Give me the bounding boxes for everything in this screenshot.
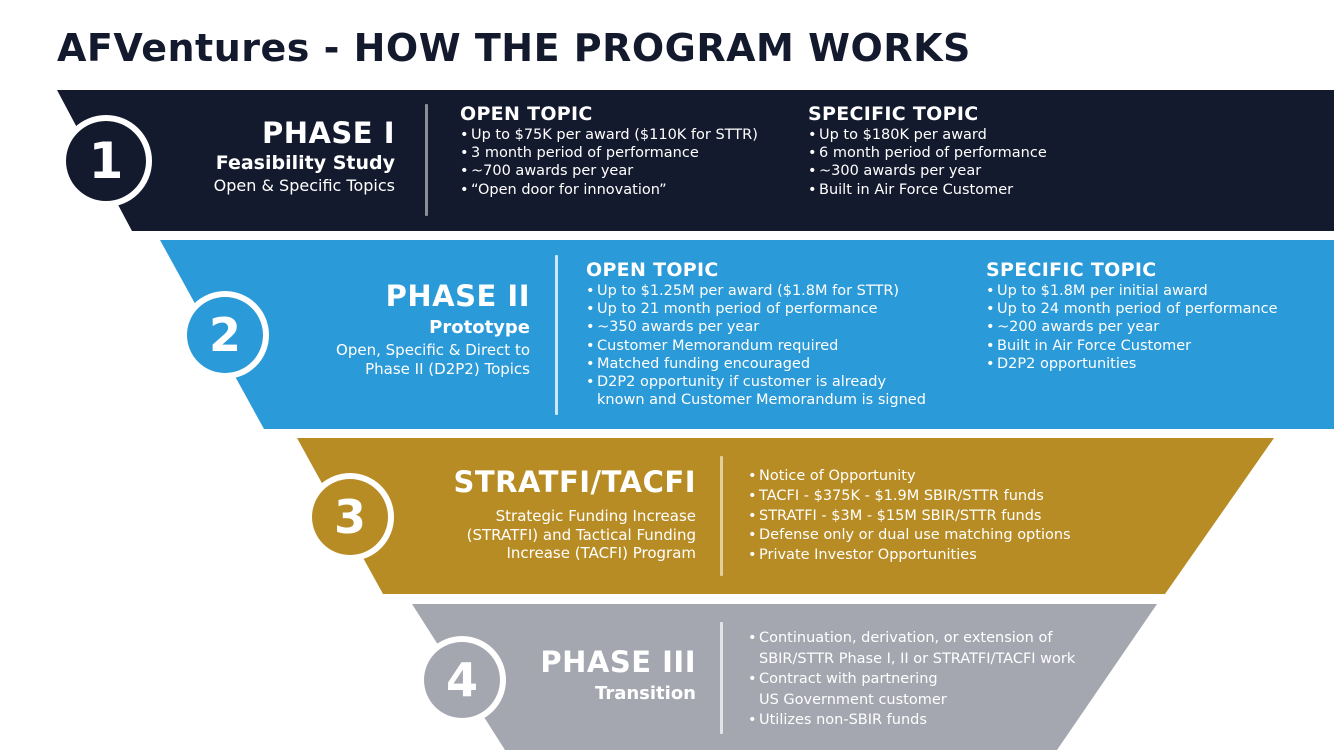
phase-2-description-line-1: Open, Specific & Direct to — [336, 341, 530, 360]
list-item-continuation: known and Customer Memorandum is signed — [597, 392, 926, 409]
phase-2-badge: 2 — [181, 291, 269, 379]
list-item: ~300 awards per year — [808, 162, 1047, 180]
list-item: Private Investor Opportunities — [748, 546, 1071, 566]
phase-2-specific-topic: SPECIFIC TOPIC Up to $1.8M per initial a… — [986, 258, 1278, 373]
phase-1-badge: 1 — [60, 115, 152, 207]
phase-3-list: Notice of Opportunity TACFI - $375K - $1… — [748, 467, 1071, 566]
phase-2-divider — [555, 255, 558, 415]
list-item: ~700 awards per year — [460, 162, 758, 180]
phase-2-open-topic: OPEN TOPIC Up to $1.25M per award ($1.8M… — [586, 258, 926, 409]
phase-1-band: 1 PHASE I Feasibility Study Open & Speci… — [0, 90, 1334, 231]
phase-2-number: 2 — [187, 297, 263, 373]
phase-2-open-topic-heading: OPEN TOPIC — [586, 259, 719, 281]
phase-2-header: PHASE II Prototype Open, Specific & Dire… — [336, 279, 530, 378]
phase-2-specific-topic-list: Up to $1.8M per initial award Up to 24 m… — [986, 282, 1278, 373]
list-item-continuation: SBIR/STTR Phase I, II or STRATFI/TACFI w… — [759, 650, 1076, 667]
list-item: Up to $75K per award ($110K for STTR) — [460, 126, 758, 144]
phase-1-header: PHASE I Feasibility Study Open & Specifi… — [213, 116, 395, 196]
list-item: Up to $180K per award — [808, 126, 1047, 144]
page-title: AFVentures - HOW THE PROGRAM WORKS — [57, 26, 971, 70]
phase-3-divider — [720, 456, 723, 576]
phase-3-title: STRATFI/TACFI — [453, 465, 696, 499]
list-item: Defense only or dual use matching option… — [748, 526, 1071, 546]
phase-1-divider — [425, 104, 428, 216]
phase-1-open-topic-heading: OPEN TOPIC — [460, 103, 593, 125]
list-item-continuation: US Government customer — [759, 691, 947, 708]
phase-4-divider — [720, 622, 723, 734]
list-item: Up to 21 month period of performance — [586, 300, 926, 318]
phase-3-description-line-2: (STRATFI) and Tactical Funding — [466, 525, 696, 544]
phase-3-badge: 3 — [306, 473, 394, 561]
phase-2-title: PHASE II — [385, 279, 530, 313]
list-item: Built in Air Force Customer — [808, 181, 1047, 199]
phase-2-band: 2 PHASE II Prototype Open, Specific & Di… — [0, 240, 1334, 429]
phase-3-number: 3 — [312, 479, 388, 555]
list-item: Utilizes non-SBIR funds — [748, 710, 1075, 731]
phase-2-subtitle: Prototype — [429, 317, 530, 339]
phase-4-band: 4 PHASE III Transition Continuation, der… — [0, 604, 1334, 750]
list-item: 3 month period of performance — [460, 144, 758, 162]
phase-1-subtitle: Feasibility Study — [215, 152, 395, 175]
list-item: Up to 24 month period of performance — [986, 300, 1278, 318]
phase-4-title: PHASE III — [540, 645, 696, 679]
list-item: D2P2 opportunity if customer is already — [586, 373, 926, 391]
phase-1-title: PHASE I — [261, 116, 395, 150]
phase-1-number: 1 — [66, 121, 146, 201]
list-item: Continuation, derivation, or extension o… — [748, 628, 1075, 649]
list-item: STRATFI - $3M - $15M SBIR/STTR funds — [748, 507, 1071, 527]
phase-3-header: STRATFI/TACFI Strategic Funding Increase… — [453, 465, 696, 562]
phase-2-description-line-2: Phase II (D2P2) Topics — [365, 359, 530, 378]
list-item: Notice of Opportunity — [748, 467, 1071, 487]
phase-3-description-line-1: Strategic Funding Increase — [495, 507, 696, 526]
list-item: ~200 awards per year — [986, 318, 1278, 336]
phase-4-number: 4 — [424, 642, 500, 718]
list-item: Contract with partnering — [748, 669, 1075, 690]
phase-2-open-topic-list: Up to $1.25M per award ($1.8M for STTR) … — [586, 282, 926, 409]
phase-1-specific-topic-heading: SPECIFIC TOPIC — [808, 103, 979, 125]
phase-2-specific-topic-heading: SPECIFIC TOPIC — [986, 259, 1157, 281]
list-item: Matched funding encouraged — [586, 355, 926, 373]
phase-1-open-topic-list: Up to $75K per award ($110K for STTR) 3 … — [460, 126, 758, 199]
phase-1-open-topic: OPEN TOPIC Up to $75K per award ($110K f… — [460, 102, 758, 199]
phase-4-details: Continuation, derivation, or extension o… — [748, 628, 1075, 731]
phase-4-header: PHASE III Transition — [540, 645, 696, 705]
list-item: Built in Air Force Customer — [986, 337, 1278, 355]
list-item: Up to $1.8M per initial award — [986, 282, 1278, 300]
phase-4-list: Continuation, derivation, or extension o… — [748, 628, 1075, 731]
list-item: ~350 awards per year — [586, 318, 926, 336]
list-item: “Open door for innovation” — [460, 181, 758, 199]
phase-1-specific-topic: SPECIFIC TOPIC Up to $180K per award 6 m… — [808, 102, 1047, 199]
list-item: Customer Memorandum required — [586, 337, 926, 355]
phase-4-badge: 4 — [418, 636, 506, 724]
phase-3-description-line-3: Increase (TACFI) Program — [506, 543, 696, 562]
phase-3-band: 3 STRATFI/TACFI Strategic Funding Increa… — [0, 438, 1334, 594]
phase-3-details: Notice of Opportunity TACFI - $375K - $1… — [748, 467, 1071, 566]
list-item: Up to $1.25M per award ($1.8M for STTR) — [586, 282, 926, 300]
phase-4-subtitle: Transition — [595, 683, 696, 705]
phase-1-specific-topic-list: Up to $180K per award 6 month period of … — [808, 126, 1047, 199]
list-item: D2P2 opportunities — [986, 355, 1278, 373]
list-item: TACFI - $375K - $1.9M SBIR/STTR funds — [748, 487, 1071, 507]
phase-1-description: Open & Specific Topics — [213, 176, 395, 196]
list-item: 6 month period of performance — [808, 144, 1047, 162]
